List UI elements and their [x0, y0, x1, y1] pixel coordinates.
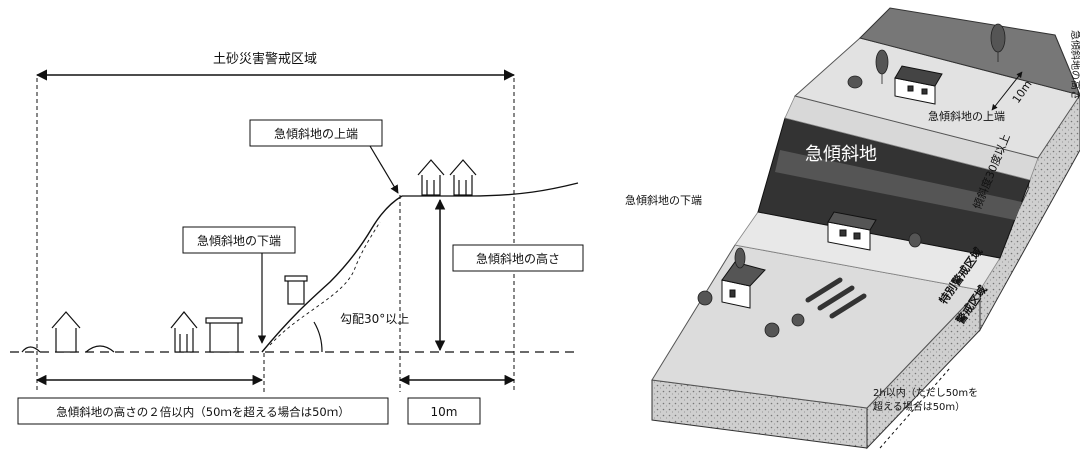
terrain-block-svg: 急傾斜地の上端 急傾斜地 急傾斜地の下端 10m 傾斜度30度以上 特別警戒区域…: [625, 7, 1080, 450]
bottom-edge-label: 急傾斜地の下端: [197, 233, 281, 248]
lower-edge-label: 急傾斜地の下端: [625, 193, 702, 207]
slope-height-callout-box: [452, 244, 584, 272]
building-icon: [205, 317, 243, 353]
top-edge-leader: [369, 145, 399, 194]
gradient-label: 勾配30°以上: [340, 312, 409, 326]
house-icon: [417, 159, 445, 196]
top-edge-callout-box: [249, 119, 383, 147]
tree-icon: [875, 49, 889, 84]
cross-section-svg: 土砂災害警戒区域 勾配30°以上: [10, 51, 584, 425]
upper-edge-label: 急傾斜地の上端: [928, 109, 1005, 123]
width-rule-box: [17, 397, 389, 425]
tree-icon: [734, 247, 746, 269]
tree-icon: [990, 23, 1006, 62]
gradient-arc: [313, 321, 323, 353]
field-rows: [805, 277, 867, 319]
ground-mound-left: [21, 346, 41, 353]
house-icon: [894, 65, 943, 105]
width-rule-line2: 超える場合は50m）: [873, 400, 965, 413]
steep-slope-label: 急傾斜地: [805, 144, 877, 165]
house-icon: [170, 311, 198, 353]
house-icon: [51, 311, 81, 353]
top-width-box: [407, 397, 481, 425]
bottom-edge-callout-box: [182, 226, 296, 254]
house-on-slope-icon: [284, 275, 308, 305]
tree-icon: [697, 290, 713, 306]
width-rule-label: 急傾斜地の高さの２倍以内（50ｍを超える場合は50ｍ）: [56, 405, 349, 419]
tree-icon: [764, 322, 780, 338]
tree-icon: [847, 75, 863, 89]
house-icon: [721, 261, 766, 309]
upper-ground-surface: [402, 182, 579, 197]
upper-flat-land: [793, 37, 1080, 159]
top-width-dimension: [991, 71, 1023, 111]
tree-icon: [908, 232, 922, 248]
tree-icon: [791, 313, 805, 327]
terrain-block-diagram: 急傾斜地の上端 急傾斜地 急傾斜地の下端 10m 傾斜度30度以上 特別警戒区域…: [590, 0, 1080, 457]
zone-title: 土砂災害警戒区域: [213, 51, 317, 67]
house-icon: [827, 211, 877, 251]
slope-inner-line: [269, 221, 381, 346]
top-edge-label: 急傾斜地の上端: [274, 126, 358, 141]
slope-height-label: 急傾斜地の高さ: [476, 251, 560, 266]
slope-height-label: 急傾斜地の高さ: [1069, 30, 1080, 100]
slope-surface: [261, 195, 403, 353]
top-width-label: 10m: [431, 405, 458, 419]
ground-mound-mid: [85, 345, 115, 353]
width-rule-line1: 2h以内（ただし50mを: [873, 386, 978, 399]
cross-section-diagram: 土砂災害警戒区域 勾配30°以上: [10, 51, 584, 425]
house-icon: [449, 159, 477, 196]
steep-slope-bands: [775, 150, 1022, 220]
